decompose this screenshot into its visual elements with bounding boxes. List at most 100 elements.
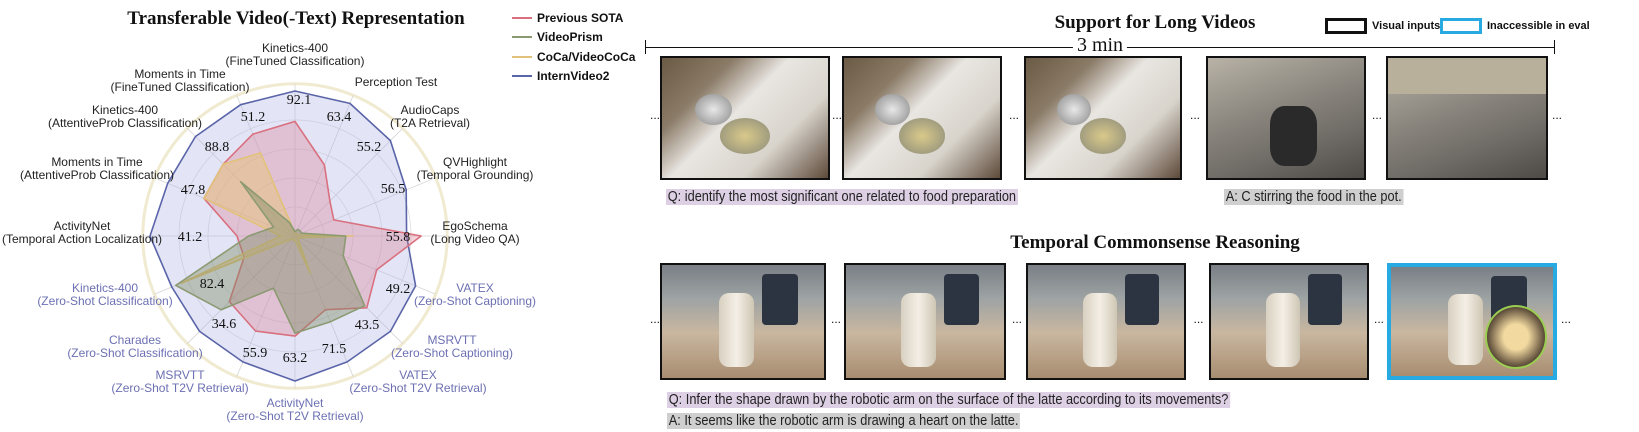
- chart-legend: Previous SOTA VideoPrism CoCa/VideoCoCa …: [512, 8, 635, 86]
- value-label: 88.8: [205, 140, 230, 155]
- frame-detail: [1307, 274, 1343, 325]
- grid-spoke: [236, 235, 296, 377]
- temporal-answer: A: It seems like the robotic arm is draw…: [667, 413, 1021, 429]
- key-box-blue: [1440, 18, 1482, 34]
- value-label: 55.9: [243, 346, 268, 361]
- value-label: 55.2: [357, 140, 382, 155]
- legend-item-videoprism: VideoPrism: [512, 28, 635, 48]
- axis-label-name: AudioCaps: [401, 103, 460, 117]
- ellipsis: ...: [1012, 311, 1023, 326]
- legend-label: CoCa/VideoCoCa: [537, 49, 636, 64]
- value-label: 55.8: [386, 230, 411, 245]
- frame-detail: [1056, 94, 1091, 126]
- ellipsis: ...: [1009, 108, 1020, 122]
- value-label: 63.2: [283, 351, 308, 366]
- axis-label-name: ActivityNet: [267, 396, 324, 410]
- frame-detail: [1079, 118, 1127, 154]
- axis-label-name: ActivityNet: [54, 219, 111, 233]
- temporal-title: Temporal Commonsense Reasoning: [1010, 232, 1300, 253]
- axis-label-name: Kinetics-400: [92, 103, 158, 117]
- axis-label: AudioCaps(T2A Retrieval): [390, 103, 470, 130]
- value-label: 71.5: [322, 342, 347, 357]
- grid-spoke: [294, 128, 403, 237]
- video-frame: [660, 56, 830, 180]
- timeline-label: 3 min: [1072, 34, 1128, 57]
- frame-detail: [762, 274, 799, 325]
- value-label: 43.5: [355, 318, 380, 333]
- frame-detail: [898, 118, 946, 154]
- frame-detail: [718, 293, 755, 367]
- frame-detail: [901, 293, 937, 367]
- radar-title: Transferable Video(-Text) Representation: [127, 8, 465, 29]
- video-frame: [1026, 263, 1186, 380]
- axis-label-task: (Zero-Shot Classification): [37, 294, 172, 308]
- value-label: 49.2: [386, 282, 411, 297]
- legend-swatch: [512, 75, 532, 78]
- axis-label: EgoSchema(Long Video QA): [430, 219, 519, 246]
- axis-label: Kinetics-400(FineTuned Classification): [226, 41, 365, 68]
- axis-label: ActivityNet(Temporal Action Localization…: [2, 219, 162, 246]
- axis-label-task: (AttentiveProb Classification): [20, 168, 174, 182]
- axis-label-task: (T2A Retrieval): [390, 116, 470, 130]
- video-frame: [844, 263, 1006, 380]
- value-label: 41.2: [178, 230, 203, 245]
- ellipsis: ...: [1190, 108, 1201, 122]
- video-frame: [1209, 263, 1369, 380]
- axis-label-name: Kinetics-400: [72, 281, 138, 295]
- value-label: 56.5: [381, 182, 406, 197]
- ellipsis: ...: [1552, 108, 1563, 122]
- legend-label: InternVideo2: [537, 69, 610, 84]
- axis-label: Charades(Zero-Shot Classification): [67, 333, 202, 360]
- frame-detail: [695, 94, 732, 126]
- axis-label-task: (Zero-Shot Captioning): [391, 346, 513, 360]
- grid-spoke: [154, 177, 296, 237]
- key-visual-inputs: Visual inputs: [1325, 18, 1440, 34]
- axis-label: MSRVTT(Zero-Shot T2V Retrieval): [111, 368, 248, 395]
- frame-detail: [1447, 294, 1484, 366]
- frame-detail: [943, 274, 979, 325]
- value-label: 34.6: [212, 317, 237, 332]
- video-frame: [842, 56, 1002, 180]
- axis-label-name: Charades: [109, 333, 161, 347]
- frame-detail: [1270, 106, 1318, 166]
- axis-label-name: EgoSchema: [442, 219, 508, 233]
- axis-label-name: VATEX: [456, 281, 494, 295]
- axis-label: ActivityNet(Zero-Shot T2V Retrieval): [226, 396, 363, 423]
- legend-item-previous-sota: Previous SOTA: [512, 8, 635, 28]
- legend-swatch: [512, 16, 532, 19]
- legend-label: VideoPrism: [537, 30, 603, 45]
- axis-label: VATEX(Zero-Shot Captioning): [414, 281, 536, 308]
- axis-label-task: (FineTuned Classification): [226, 54, 365, 68]
- frame-detail: [1388, 58, 1546, 94]
- video-frame: [660, 263, 826, 380]
- axis-label-task: (AttentiveProb Classification): [48, 116, 202, 130]
- frame-detail: [875, 94, 910, 126]
- axis-label-task: (Zero-Shot T2V Retrieval): [226, 409, 363, 423]
- long-video-question: Q: identify the most significant one rel…: [666, 189, 1018, 205]
- value-label: 82.4: [200, 277, 225, 292]
- axis-label-task: (Long Video QA): [430, 232, 519, 246]
- axis-label: Perception Test: [355, 75, 438, 89]
- key-label: Visual inputs: [1372, 20, 1441, 32]
- axis-label-task: (Temporal Grounding): [417, 168, 534, 182]
- axis-label-task: (Zero-Shot Classification): [67, 346, 202, 360]
- axis-label-task: (Zero-Shot Captioning): [414, 294, 536, 308]
- key-box-black: [1325, 18, 1367, 34]
- timeline-end-cap: [1554, 40, 1555, 54]
- legend-item-internvideo2: InternVideo2: [512, 67, 635, 87]
- axis-label-name: MSRVTT: [427, 333, 477, 347]
- frame-detail: [1124, 274, 1160, 325]
- legend-swatch: [512, 55, 532, 58]
- axis-label: MSRVTT(Zero-Shot Captioning): [391, 333, 513, 360]
- radar-chart: Kinetics-400(FineTuned Classification)Pe…: [2, 41, 536, 423]
- ellipsis: ...: [1374, 311, 1385, 326]
- axis-label-name: VATEX: [399, 368, 437, 382]
- axis-label-name: QVHighlight: [443, 155, 508, 169]
- axis-label-name: Moments in Time: [51, 155, 143, 169]
- long-videos-title: Support for Long Videos: [1054, 12, 1256, 33]
- long-video-answer: A: C stirring the food in the pot.: [1224, 189, 1404, 205]
- axis-label: Moments in Time(FineTuned Classification…: [111, 67, 250, 94]
- value-label: 92.1: [287, 93, 312, 108]
- value-label: 47.8: [181, 183, 206, 198]
